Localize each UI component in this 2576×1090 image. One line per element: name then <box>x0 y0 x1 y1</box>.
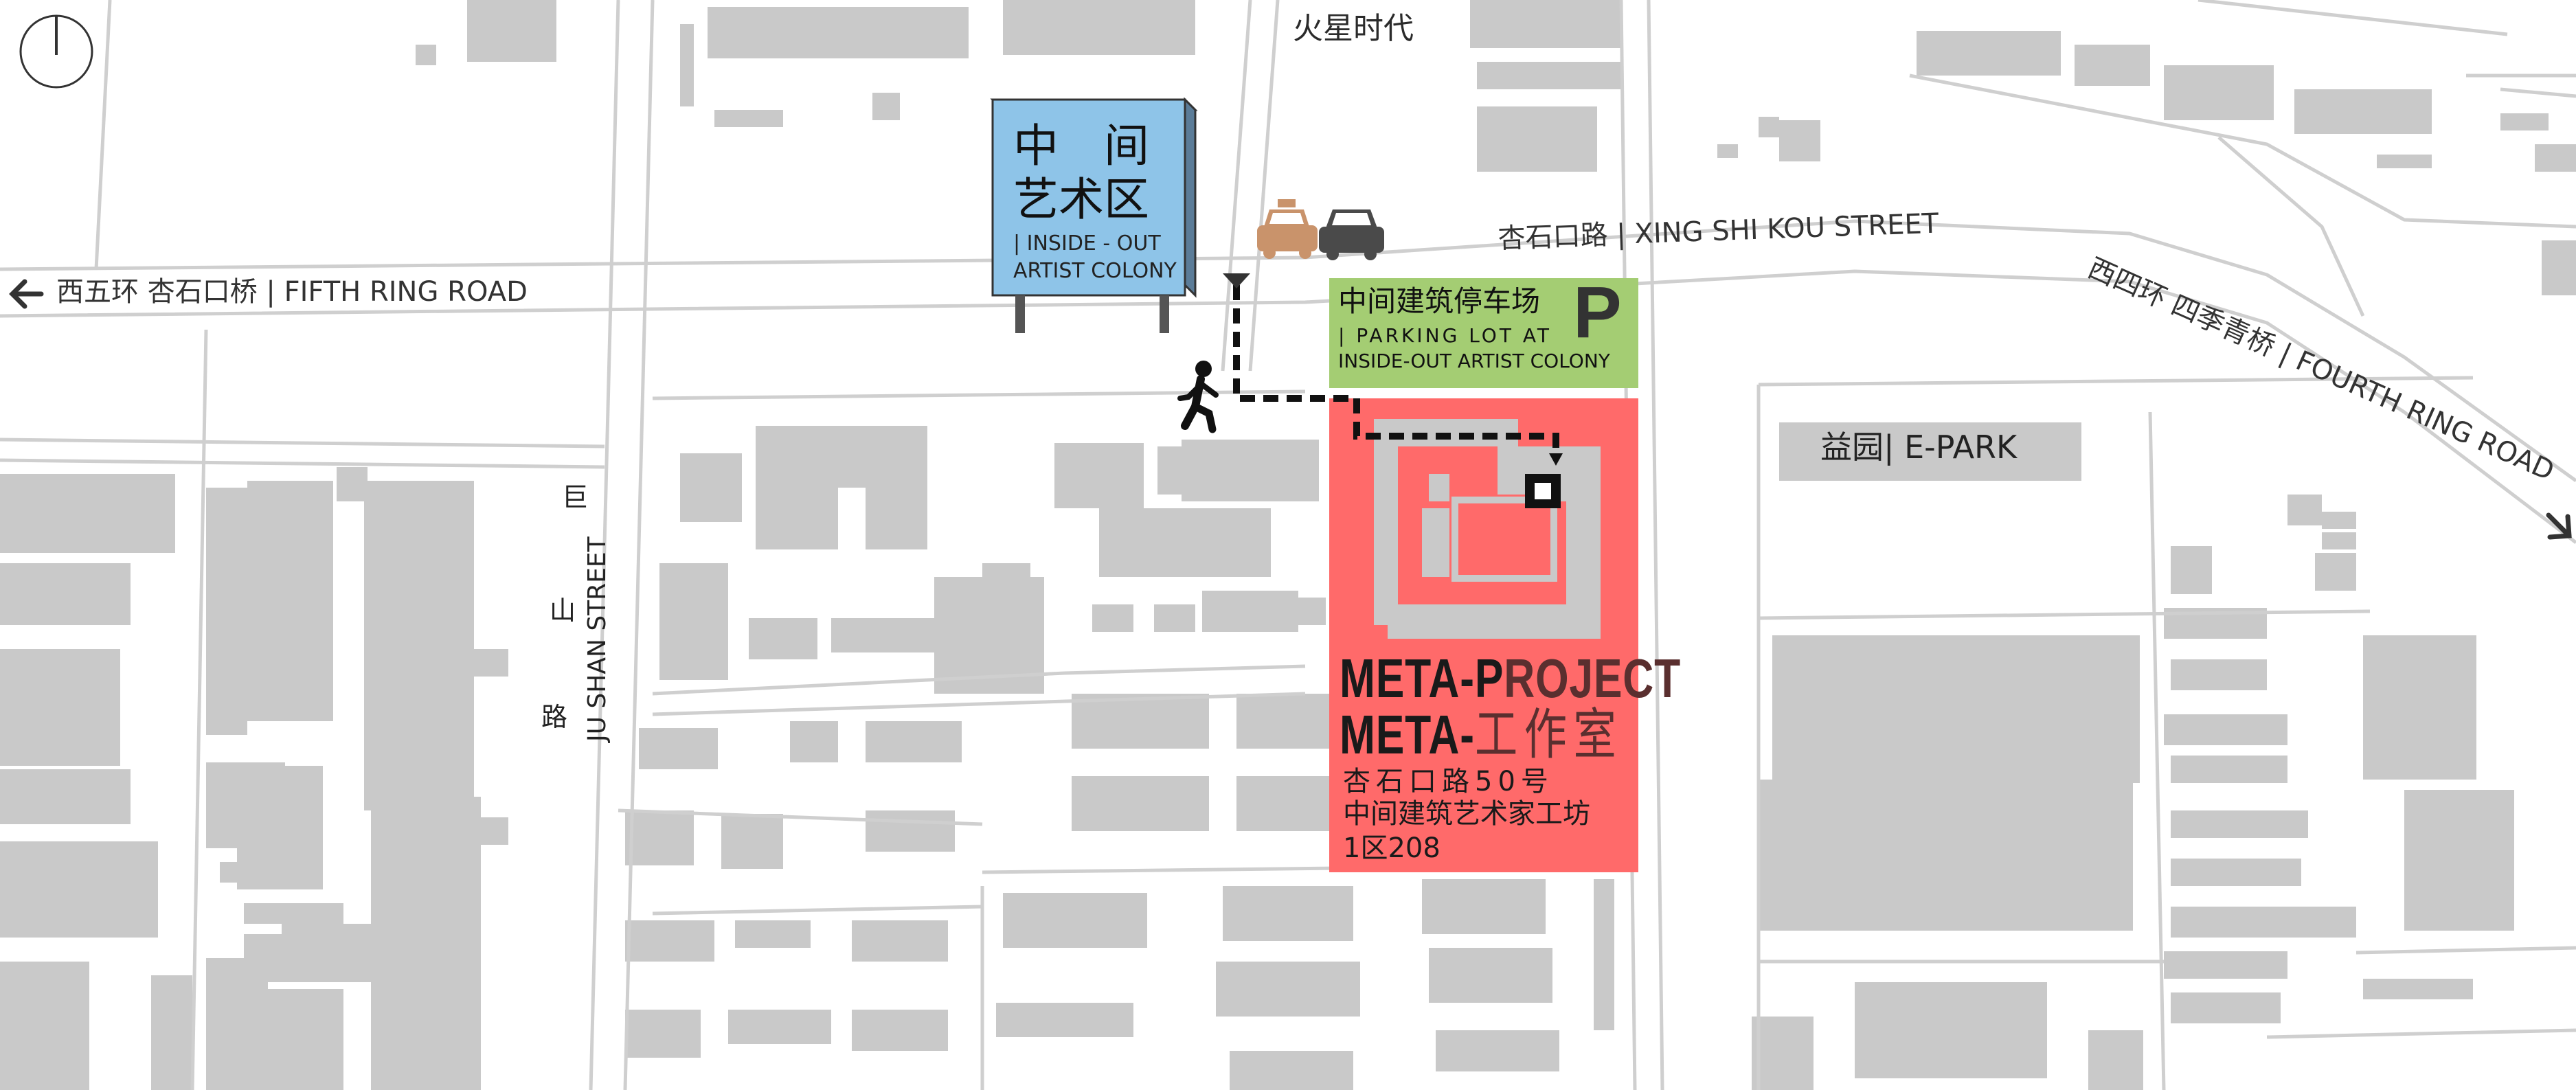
studio-building <box>1374 419 1601 639</box>
parking-cn-label: 中间建筑停车场 <box>1338 284 1541 318</box>
parking-p-icon: P <box>1573 272 1622 353</box>
meta-project-title-b: ROJECT <box>1504 648 1682 709</box>
north-arrow-icon <box>19 14 93 89</box>
meta-studio-title: META-工作室 <box>1340 707 1623 762</box>
ju-shan-cn-3: 路 <box>541 702 568 732</box>
meta-project-title-a: META-P <box>1340 648 1504 709</box>
address-line1: 杏石口路50号 <box>1343 766 1554 797</box>
taxi-icon <box>1257 199 1318 259</box>
car-icon <box>1319 209 1384 260</box>
address-line2: 中间建筑艺术家工坊 <box>1343 798 1590 830</box>
parking-en-line1: | PARKING LOT AT <box>1338 324 1552 347</box>
epark-label: 益园| E-PARK <box>1820 429 2018 466</box>
colony-cn-line1: 中 间 <box>1013 120 1149 172</box>
left-arrow-icon <box>9 279 44 309</box>
mars-time-label: 火星时代 <box>1293 11 1414 46</box>
right-arrow-icon <box>2546 512 2572 540</box>
meta-project-title: META-PROJECT <box>1340 651 1681 706</box>
ju-shan-cn-2: 山 <box>550 595 576 626</box>
ju-shan-cn-1: 巨 <box>562 482 589 512</box>
colony-en-line1: | INSIDE - OUT <box>1013 231 1161 256</box>
colony-en-line2: ARTIST COLONY <box>1013 259 1177 283</box>
colony-sign <box>990 97 1198 333</box>
walking-route <box>1233 285 1559 453</box>
colony-cn-line2: 艺术区 <box>1013 173 1149 226</box>
destination-icon <box>1525 474 1561 508</box>
ju-shan-street-label: JU SHAN STREET <box>583 536 611 742</box>
pedestrian-icon <box>1177 361 1219 433</box>
address-line3: 1区208 <box>1343 832 1440 864</box>
fifth-ring-road-label: 西五环 杏石口桥 | FIFTH RING ROAD <box>56 276 528 308</box>
parking-en-line2: INSIDE-OUT ARTIST COLONY <box>1338 350 1610 372</box>
meta-studio-title-b: 工作室 <box>1474 704 1623 765</box>
meta-studio-title-a: META- <box>1340 704 1475 765</box>
parking-lot-area <box>1329 278 1638 388</box>
entry-marker-icon <box>1223 273 1250 288</box>
destination-arrow-icon <box>1549 453 1563 466</box>
